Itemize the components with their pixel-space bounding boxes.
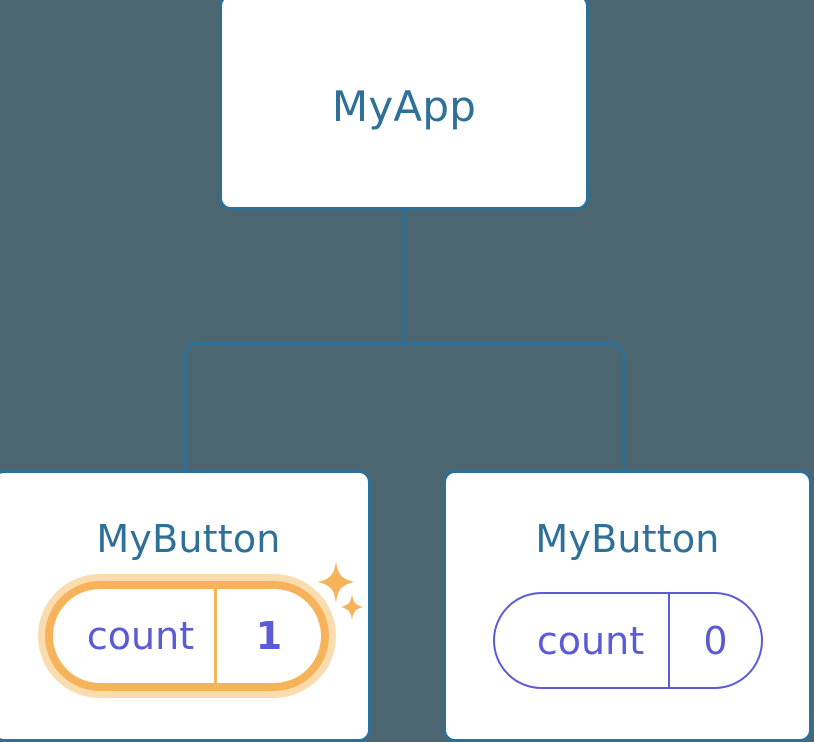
node-myapp[interactable]: MyApp [219,0,589,210]
node-mybutton-right-title: MyButton [535,517,720,561]
state-pill-right-value: 0 [703,618,728,663]
state-pill-right-key: count [495,594,670,687]
connector-branch-left [183,342,404,472]
state-pill-right-body[interactable]: count 0 [493,592,763,689]
state-pill-left-body[interactable]: count 1 [45,581,329,691]
connector-branch-right [404,342,626,472]
node-mybutton-left-title: MyButton [96,517,281,561]
state-pill-left[interactable]: count 1 [38,574,336,698]
state-pill-right[interactable]: count 0 [493,592,763,689]
state-pill-left-key: count [53,589,217,683]
node-myapp-title: MyApp [331,82,477,131]
state-pill-left-value: 1 [255,614,283,658]
